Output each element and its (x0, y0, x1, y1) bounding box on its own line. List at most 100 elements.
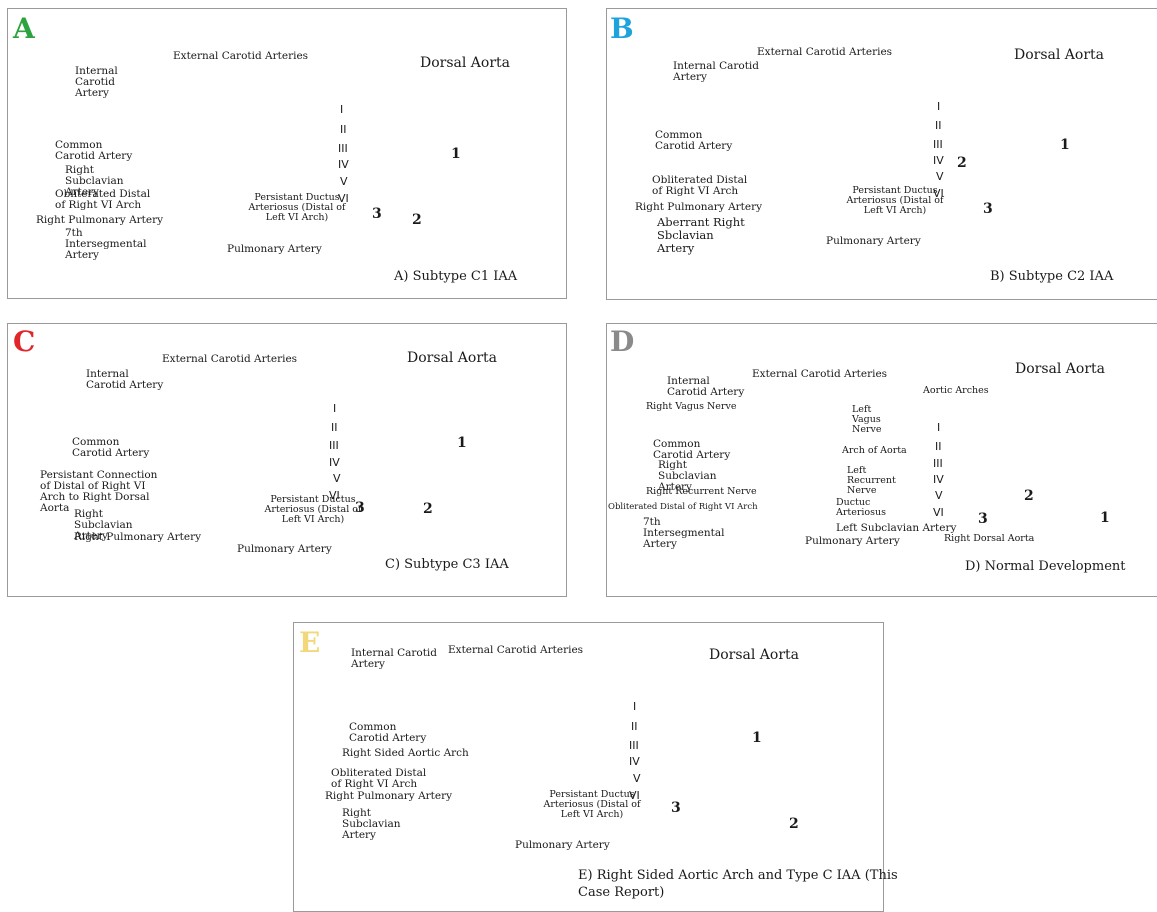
panel-e-letter: E (299, 629, 320, 657)
panel-c-dorsal-aorta: Dorsal Aorta (407, 350, 497, 366)
panel-a-roman-vi: VI (338, 192, 349, 205)
panel-e-num-3: 3 (671, 800, 681, 816)
panel-b-num-1: 1 (1060, 137, 1070, 153)
panel-a-dorsal-aorta: Dorsal Aorta (420, 55, 510, 71)
panel-a-num-2: 2 (412, 212, 422, 228)
panel-d-right-vagus: Right Vagus Nerve (646, 402, 736, 412)
panel-d-roman-iv: IV (933, 473, 944, 486)
panel-b-int-carotid: Internal Carotid Artery (673, 61, 763, 83)
panel-b-letter: B (610, 15, 634, 43)
panel-d-roman-i: I (937, 421, 940, 434)
panel-d-pulmonary: Pulmonary Artery (805, 536, 900, 547)
panel-d-aortic-arches: Aortic Arches (923, 386, 989, 396)
panel-a-num-3: 3 (372, 206, 382, 222)
panel-c-roman-i: I (333, 402, 336, 415)
panel-c-common-carotid: Common Carotid Artery (72, 437, 162, 459)
panel-c-caption: C) Subtype C3 IAA (385, 556, 509, 573)
panel-d-letter: D (610, 328, 634, 356)
panel-b-obliterated: Obliterated Distal of Right VI Arch (652, 175, 757, 197)
panel-e-right-pulmonary: Right Pulmonary Artery (325, 791, 452, 802)
panel-a-int-carotid: Internal Carotid Artery (75, 66, 145, 99)
panel-c-roman-ii: II (331, 421, 338, 434)
panel-c-num-3: 3 (355, 500, 365, 516)
panel-e-roman-iv: IV (629, 755, 640, 768)
panel-d-num-1: 1 (1100, 510, 1110, 526)
panel-b-roman-ii: II (935, 119, 942, 132)
panel-b-aberrant: Aberrant Right Sbclavian Artery (657, 216, 747, 255)
panel-a-right-pulmonary: Right Pulmonary Artery (36, 215, 163, 226)
panel-d-obliterated: Obliterated Distal of Right VI Arch (608, 502, 758, 512)
panel-d-ductus: Ductuc Arteriosus (836, 498, 886, 518)
panel-c-num-1: 1 (457, 435, 467, 451)
panel-b-num-2: 2 (957, 155, 967, 171)
panel-d-common-carotid: Common Carotid Artery (653, 439, 743, 461)
panel-d-left-subclavian: Left Subclavian Artery (836, 523, 956, 534)
panel-e-roman-i: I (633, 700, 636, 713)
panel-b-pulmonary: Pulmonary Artery (826, 236, 921, 247)
panel-d-num-2: 2 (1024, 488, 1034, 504)
panel-a-common-carotid: Common Carotid Artery (55, 140, 135, 162)
panel-e-caption: E) Right Sided Aortic Arch and Type C IA… (578, 867, 898, 901)
panel-d-ext-carotid: External Carotid Arteries (752, 369, 887, 380)
panel-a-ext-carotid: External Carotid Arteries (173, 51, 308, 62)
panel-e-roman-v: V (633, 772, 641, 785)
panel-b-caption: B) Subtype C2 IAA (990, 268, 1113, 285)
panel-b-roman-v: V (936, 170, 944, 183)
panel-a-pulmonary: Pulmonary Artery (227, 244, 322, 255)
panel-a-letter: A (13, 15, 35, 43)
panel-c-num-2: 2 (423, 501, 433, 517)
panel-e-pulmonary: Pulmonary Artery (515, 840, 610, 851)
panel-d-int-carotid: Internal Carotid Artery (667, 376, 752, 398)
panel-d-roman-iii: III (933, 457, 943, 470)
panel-d-dorsal-aorta: Dorsal Aorta (1015, 361, 1105, 377)
panel-b-roman-i: I (937, 100, 940, 113)
panel-e-roman-ii: II (631, 720, 638, 733)
panel-c-persistent: Persistant Ductus Arteriosus (Distal of … (258, 495, 368, 525)
panel-e-right-sided: Right Sided Aortic Arch (342, 748, 469, 759)
panel-a-obliterated: Obliterated Distal of Right VI Arch (55, 189, 160, 211)
panel-c-roman-iv: IV (329, 456, 340, 469)
panel-e-roman-vi: VI (629, 789, 640, 802)
panel-a-roman-v: V (340, 175, 348, 188)
panel-b-roman-iv: IV (933, 154, 944, 167)
panel-d-arch-aorta: Arch of Aorta (842, 446, 907, 456)
panel-c-roman-vi: VI (329, 489, 340, 502)
panel-a-caption: A) Subtype C1 IAA (394, 268, 517, 285)
panel-e-num-2: 2 (789, 816, 799, 832)
panel-d-left-recurrent: Left Recurrent Nerve (847, 466, 892, 496)
panel-b-ext-carotid: External Carotid Arteries (757, 47, 892, 58)
panel-b-right-pulmonary: Right Pulmonary Artery (635, 202, 762, 213)
panel-d-caption: D) Normal Development (965, 558, 1126, 575)
panel-a-roman-i: I (340, 103, 343, 116)
panel-b-common-carotid: Common Carotid Artery (655, 130, 740, 152)
panel-e-roman-iii: III (629, 739, 639, 752)
panel-c-ext-carotid: External Carotid Arteries (162, 354, 297, 365)
panel-d-num-3: 3 (978, 511, 988, 527)
panel-e-num-1: 1 (752, 730, 762, 746)
panel-e-right-subclavian: Right Subclavian Artery (342, 808, 432, 841)
panel-a-roman-iii: III (338, 142, 348, 155)
panel-c-int-carotid: Internal Carotid Artery (86, 369, 171, 391)
panel-d-roman-ii: II (935, 440, 942, 453)
panel-b-roman-iii: III (933, 138, 943, 151)
panel-a-roman-ii: II (340, 123, 347, 136)
panel-c-letter: C (13, 328, 35, 356)
panel-c-roman-iii: III (329, 439, 339, 452)
panel-e-common-carotid: Common Carotid Artery (349, 722, 439, 744)
panel-d-left-vagus: Left Vagus Nerve (852, 405, 887, 435)
panel-d-right-recurrent: Right Recurrent Nerve (646, 487, 757, 497)
panel-a-persistent: Persistant Ductus Arteriosus (Distal of … (242, 193, 352, 223)
panel-a-seventh: 7th Intersegmental Artery (65, 228, 155, 261)
panel-c-roman-v: V (333, 472, 341, 485)
panel-b-roman-vi: VI (933, 187, 944, 200)
panel-a-num-1: 1 (451, 146, 461, 162)
panel-d-right-dorsal: Right Dorsal Aorta (944, 534, 1034, 544)
panel-d-seventh: 7th Intersegmental Artery (643, 517, 738, 550)
panel-e-dorsal-aorta: Dorsal Aorta (709, 647, 799, 663)
panel-e-int-carotid: Internal Carotid Artery (351, 648, 441, 670)
panel-b-num-3: 3 (983, 201, 993, 217)
panel-c-pulmonary: Pulmonary Artery (237, 544, 332, 555)
panel-e-ext-carotid: External Carotid Arteries (448, 645, 583, 656)
panel-d-roman-v: V (935, 489, 943, 502)
panel-e-obliterated: Obliterated Distal of Right VI Arch (331, 768, 436, 790)
